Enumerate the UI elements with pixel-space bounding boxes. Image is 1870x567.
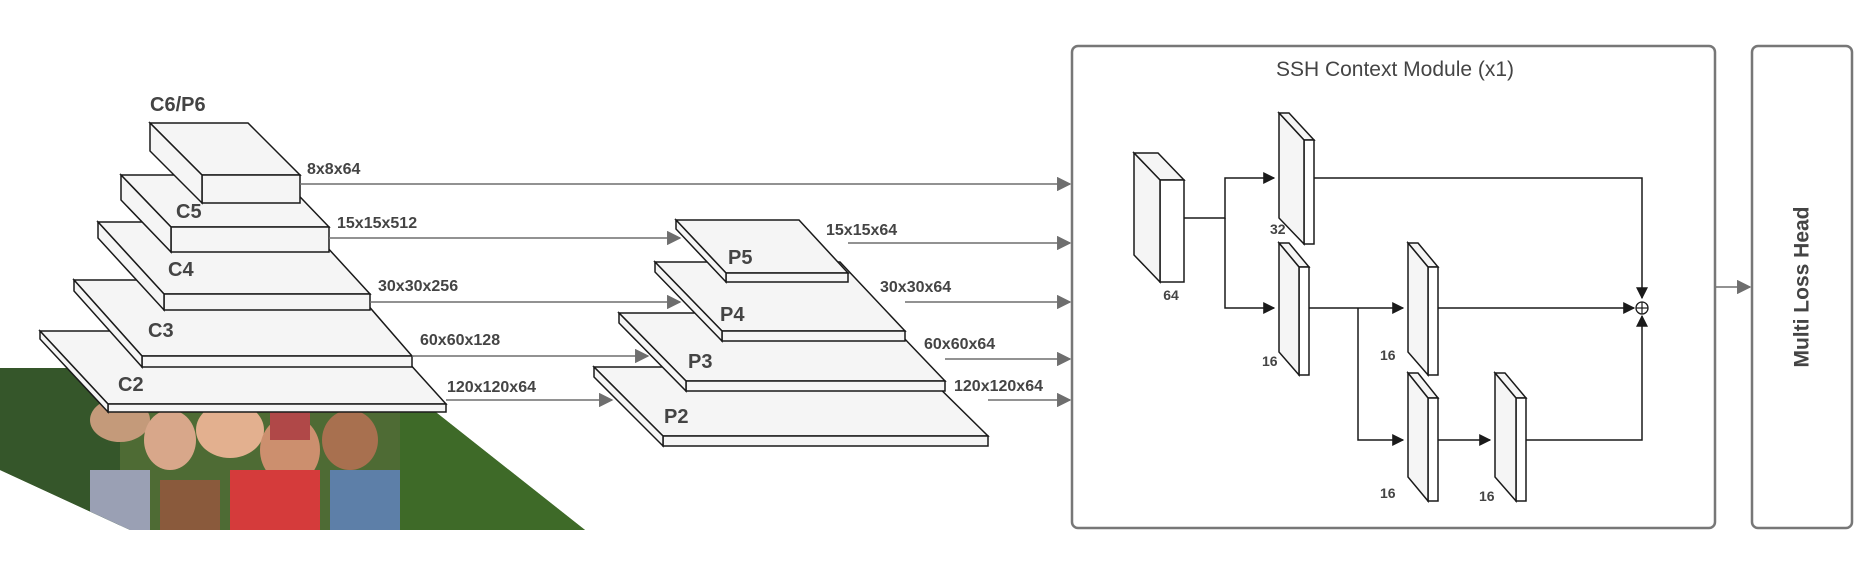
label-c5: C5 bbox=[176, 201, 202, 223]
dim-c5: 15x15x512 bbox=[337, 215, 417, 232]
label-p5: P5 bbox=[728, 247, 752, 269]
ssh-connections bbox=[1184, 172, 1648, 446]
label-c3: C3 bbox=[148, 320, 174, 342]
multi-loss-head-box bbox=[1750, 44, 1854, 530]
dim-c4: 30x30x256 bbox=[378, 278, 458, 295]
dim-c2: 120x120x64 bbox=[447, 379, 536, 396]
fpn-arrows bbox=[848, 235, 1072, 408]
multi-loss-head-label: Multi Loss Head bbox=[1791, 206, 1814, 367]
ssh-branch-16-b: 16 bbox=[1380, 347, 1396, 363]
ssh-module-box bbox=[1070, 44, 1717, 530]
label-p3: P3 bbox=[688, 351, 712, 373]
ssh-block-input bbox=[1132, 151, 1186, 284]
dim-p3: 60x60x64 bbox=[924, 336, 995, 353]
label-c2: C2 bbox=[118, 374, 144, 396]
dim-c3: 60x60x128 bbox=[420, 332, 500, 349]
ssh-block-16-a bbox=[1277, 240, 1311, 378]
label-p4: P4 bbox=[720, 304, 745, 326]
label-c6p6: C6/P6 bbox=[150, 94, 206, 116]
ssh-block-16-d bbox=[1493, 370, 1528, 503]
ssh-title: SSH Context Module (x1) bbox=[1276, 58, 1514, 81]
backbone-arrows bbox=[300, 176, 1072, 408]
ssh-branch-16-d: 16 bbox=[1479, 488, 1495, 504]
dim-p5: 15x15x64 bbox=[826, 222, 897, 239]
ssh-block-16-c bbox=[1406, 370, 1440, 504]
label-p2: P2 bbox=[664, 406, 688, 428]
slab-c6p6 bbox=[148, 121, 302, 205]
dim-p2: 120x120x64 bbox=[954, 378, 1043, 395]
ssh-branch-32: 32 bbox=[1270, 221, 1286, 237]
ssh-branch-16-a: 16 bbox=[1262, 353, 1278, 369]
slab-p5 bbox=[674, 218, 850, 284]
label-c4: C4 bbox=[168, 259, 194, 281]
ssh-block-32 bbox=[1277, 111, 1316, 246]
ssh-branch-16-c: 16 bbox=[1380, 485, 1396, 501]
dim-c6p6: 8x8x64 bbox=[307, 161, 360, 178]
dim-p4: 30x30x64 bbox=[880, 279, 951, 296]
ssh-input-channels: 64 bbox=[1163, 287, 1179, 303]
ssh-block-16-b bbox=[1406, 240, 1440, 378]
